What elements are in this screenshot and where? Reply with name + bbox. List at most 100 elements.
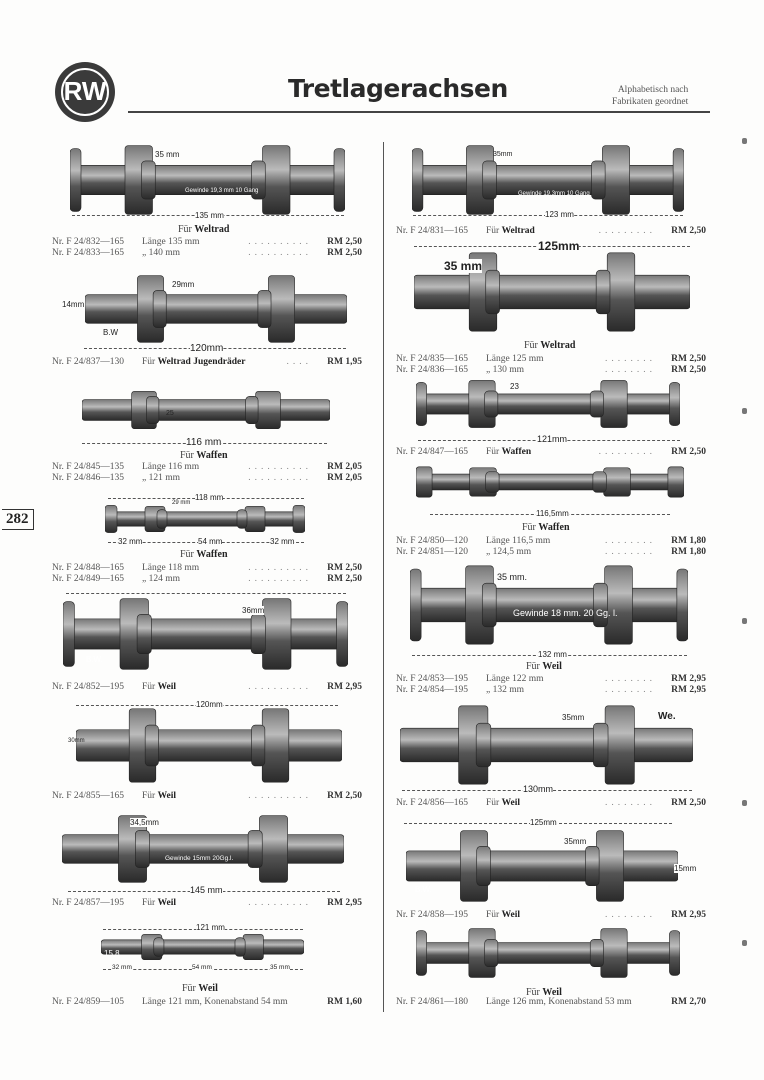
dimension-label: 29 mm (172, 500, 191, 506)
axle-image (69, 145, 346, 215)
dimension-label: We. (658, 711, 676, 722)
list-item: Nr. F 24/833—165„ 140 mm..........RM 2,5… (52, 248, 362, 258)
item-caption: Für Waffen (180, 549, 228, 560)
dimension-label: 35 mm (155, 150, 180, 159)
item-caption: Für Weil (182, 983, 218, 994)
axle-image (399, 705, 694, 785)
dimension-label: 135 mm (195, 211, 224, 220)
dimension-label: 54 mm (192, 964, 212, 971)
item-caption: Für Waffen (180, 450, 228, 461)
dimension-label: 116 mm (186, 437, 222, 448)
axle-image (415, 463, 685, 501)
dimension-label: 54 mm (198, 537, 223, 546)
axle-image (84, 275, 348, 343)
page-number: 282 (2, 509, 34, 530)
dimension-label: 125mm (530, 818, 557, 827)
binding-hole (742, 940, 747, 946)
dimension-label: 25 (166, 410, 174, 417)
binding-hole (742, 408, 747, 414)
item-caption: Für Waffen (522, 522, 570, 533)
binding-hole (742, 800, 747, 806)
dimension-label: 130mm (523, 784, 554, 794)
dimension-label: B.W. (415, 885, 432, 894)
axle-image (104, 502, 306, 536)
axle-image (409, 565, 689, 645)
axle-image (100, 930, 305, 964)
dimension-label: Gewinde 18 mm. 20 Gg. l. (513, 608, 618, 618)
page-title: Tretlagerachsen (288, 74, 508, 103)
item-caption: Für Weil (526, 987, 562, 998)
dimension-label: 132 mm (538, 650, 567, 659)
list-item: Nr. F 24/854—195„ 132 mm........RM 2,95 (396, 685, 706, 695)
dimension-label: 121mm (537, 434, 568, 444)
dimension-label: 35 mm (444, 259, 483, 273)
axle-drawing (62, 598, 349, 670)
dimension-label: 121 mm (196, 923, 225, 932)
axle-drawing (415, 380, 681, 428)
dimension-label: 35mm (562, 713, 585, 722)
axle-drawing (75, 708, 343, 783)
dimension-label: 35mm (564, 837, 587, 846)
dimension-label: 35mm (493, 151, 513, 158)
dimension-label: 123 mm (545, 210, 574, 219)
list-item: Nr. F 24/836—165„ 130 mm........RM 2,50 (396, 365, 706, 375)
axle-drawing (415, 928, 681, 978)
dimension-label: B.W (103, 328, 119, 337)
axle-drawing (69, 145, 346, 215)
dimension-label: Gewinde 19,3mm 10 Gang (518, 191, 590, 197)
header-rule (128, 111, 710, 113)
dimension-label: 116,5mm (536, 509, 569, 518)
axle-drawing (100, 933, 305, 961)
axle-image (81, 385, 331, 435)
binding-hole (742, 618, 747, 624)
axle-drawing (104, 505, 306, 533)
item-caption: Für Weil (526, 661, 562, 672)
dimension-label: 32 mm (112, 964, 132, 971)
column-divider (383, 142, 384, 1012)
axle-image (75, 708, 343, 783)
axle-image (411, 145, 685, 215)
axle-drawing (81, 390, 331, 430)
axle-image (405, 830, 679, 902)
axle-drawing (409, 565, 689, 645)
dimension-label: Gewinde 15mm 20Gg.l. (165, 855, 234, 862)
dimension-label: 32 mm (118, 537, 143, 546)
dimension-label: 125mm (538, 239, 580, 253)
dimension-label: 29mm (172, 280, 195, 289)
item-caption: Für Weltrad (178, 224, 230, 235)
list-item: Nr. F 24/851—120„ 124,5 mm........RM 1,8… (396, 547, 706, 557)
axle-drawing (399, 705, 694, 785)
brand-logo: RW (55, 62, 115, 122)
dimension-label: 23 (510, 382, 519, 391)
binding-hole (742, 138, 747, 144)
axle-drawing (405, 830, 679, 902)
dimension-label: 35 mm (270, 964, 290, 971)
dimension-label: 34,5mm (130, 818, 159, 827)
axle-drawing (61, 815, 345, 883)
list-item: Nr. F 24/846—135„ 121 mm..........RM 2,0… (52, 473, 362, 483)
dimension-label: 120mm (196, 700, 223, 709)
dimension-label: 14mm (62, 300, 85, 309)
dimension-label: 15mm (674, 864, 697, 873)
list-item: Nr. F 24/849—165„ 124 mm..........RM 2,5… (52, 574, 362, 584)
dimension-label: 36mm (242, 606, 265, 615)
dimension-label: 15,8 (104, 949, 120, 958)
